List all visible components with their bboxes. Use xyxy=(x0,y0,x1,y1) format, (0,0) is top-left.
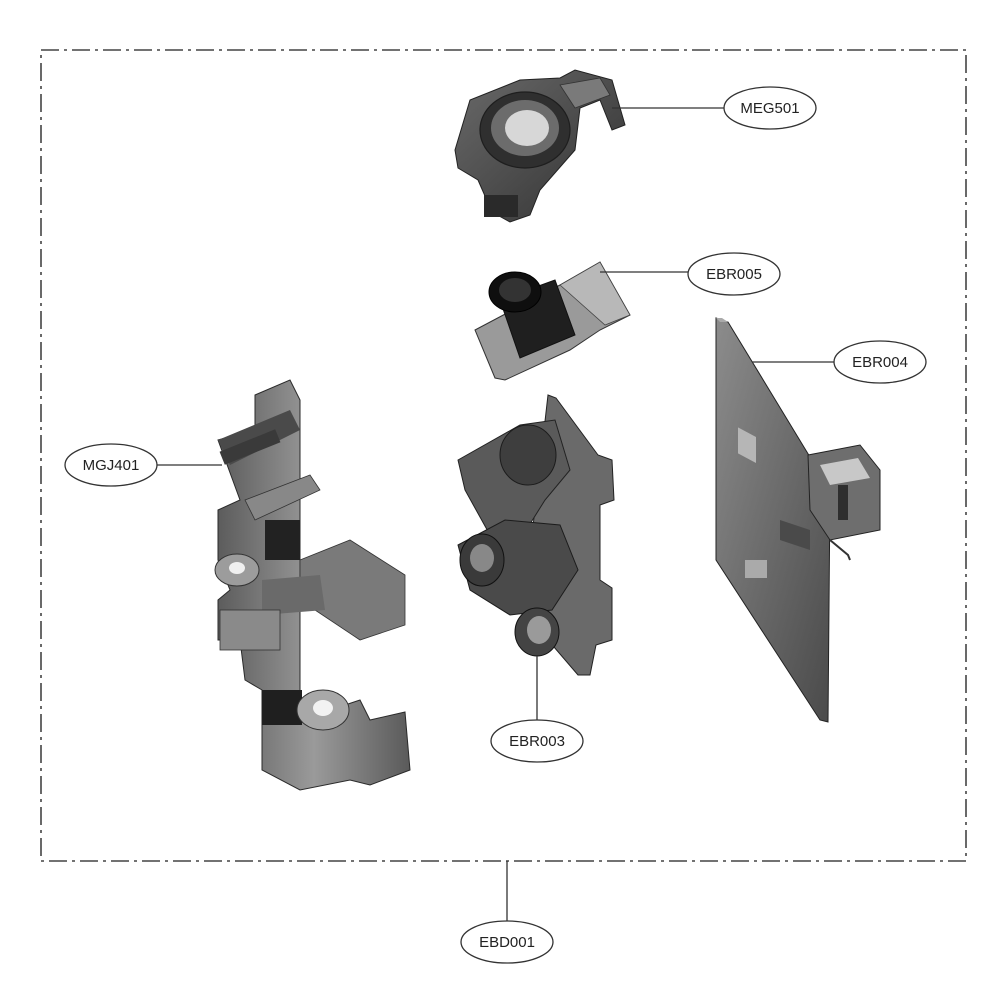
part-ebr003-camera-assembly xyxy=(457,394,615,676)
callout-ebd001 xyxy=(460,920,554,964)
part-mgj401-frame xyxy=(214,379,411,791)
label-meg501: MEG501 xyxy=(740,100,799,117)
label-mgj401: MGJ401 xyxy=(83,457,140,474)
part-meg501-bracket xyxy=(454,69,626,223)
label-ebr005: EBR005 xyxy=(706,266,762,283)
callout-meg501 xyxy=(723,86,817,130)
label-ebr003: EBR003 xyxy=(509,733,565,750)
callout-mgj401 xyxy=(64,443,158,487)
callout-ebr003 xyxy=(490,719,584,763)
part-ebr005-camera-module xyxy=(474,261,631,381)
callout-ebr004 xyxy=(833,340,927,384)
label-ebr004: EBR004 xyxy=(852,354,908,371)
label-ebd001: EBD001 xyxy=(479,934,535,951)
callout-ebr005 xyxy=(687,252,781,296)
part-ebr004-pcb-board xyxy=(715,317,881,723)
